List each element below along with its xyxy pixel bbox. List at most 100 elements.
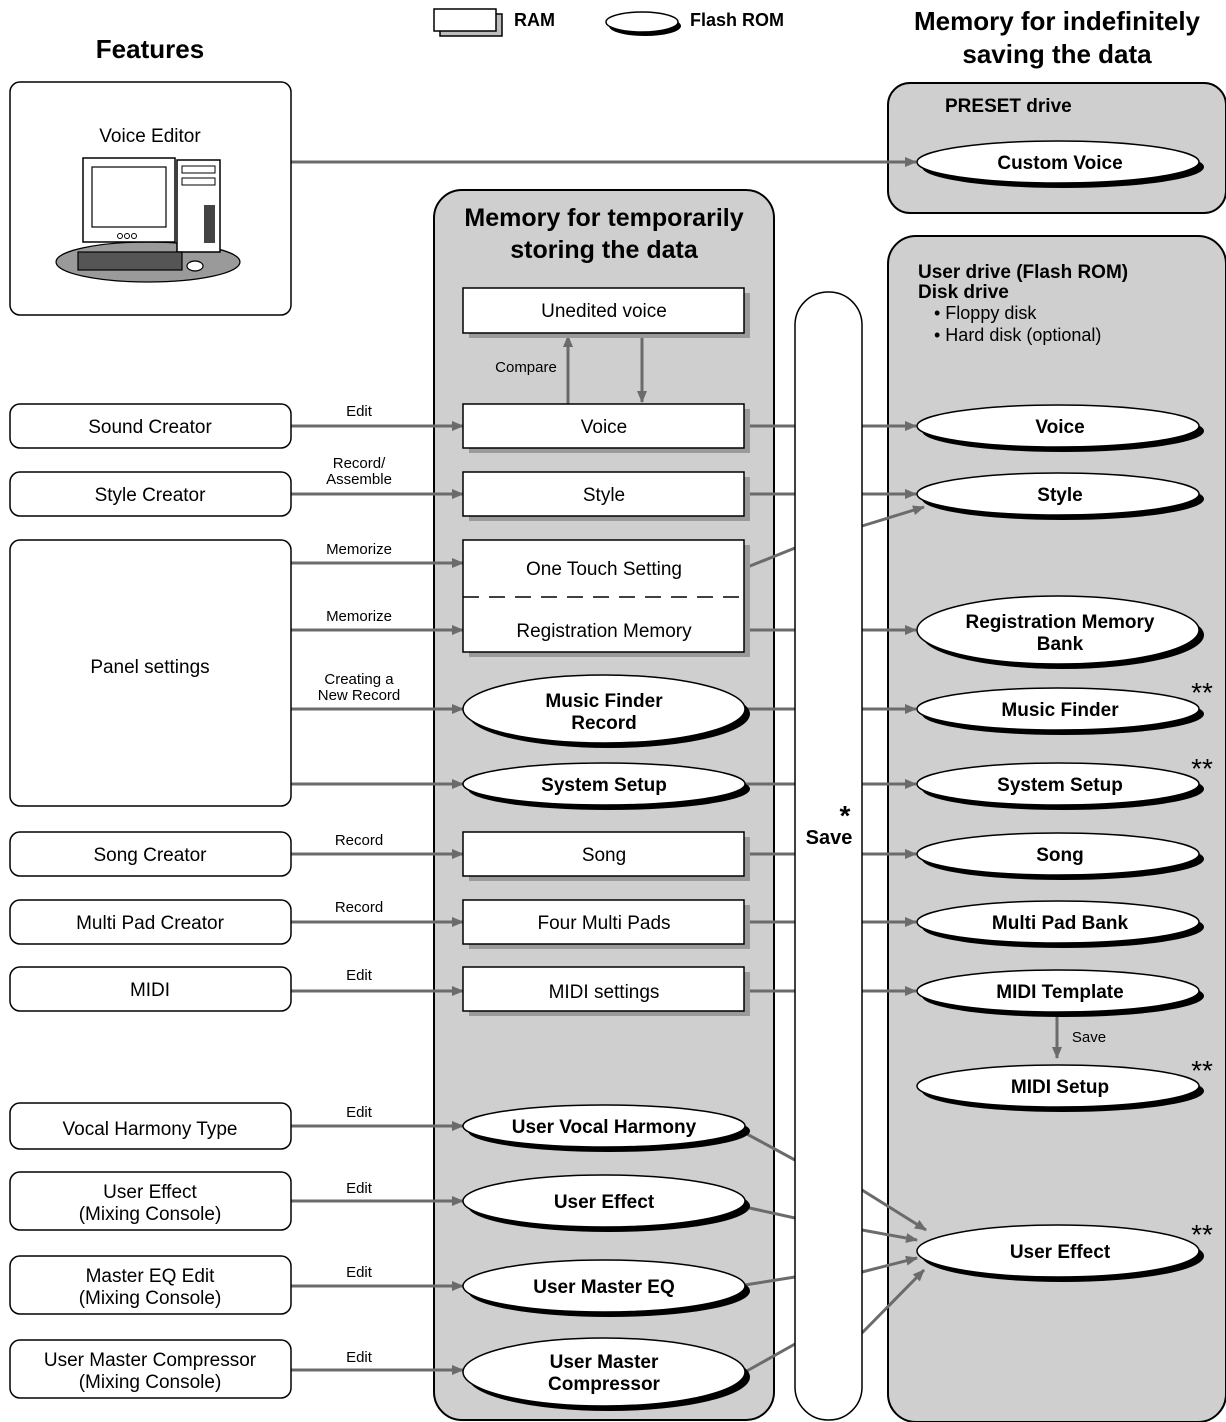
multi-pad-creator-label: Multi Pad Creator (76, 913, 225, 934)
user-master-compressor-label-2: Compressor (548, 1374, 661, 1395)
save-asterisk: * (840, 800, 851, 831)
style-creator-label: Style Creator (95, 485, 207, 506)
style-creator-box (9, 471, 292, 517)
master-compressor-box (9, 1339, 292, 1399)
registration-memory-label: Registration Memory (516, 621, 692, 642)
user-music-finder-ellipse (916, 687, 1200, 731)
arrow-save-vocal-harmony (861, 1188, 927, 1232)
label-edit-comp: Edit (346, 1349, 373, 1366)
user-effect-temp-label: User Effect (554, 1192, 655, 1213)
label-compare: Compare (495, 359, 557, 376)
line-one-touch-out (744, 546, 796, 570)
label-memorize-2: Memorize (326, 608, 392, 625)
midi-template-label: MIDI Template (996, 982, 1123, 1003)
one-touch-label: One Touch Setting (526, 559, 682, 580)
midi-settings-box (462, 966, 745, 1012)
music-finder-record-ellipse (462, 674, 746, 744)
line-vocal-harmony-out (744, 1131, 796, 1162)
user-style-label: Style (1037, 485, 1082, 506)
user-master-eq-ellipse (462, 1259, 746, 1313)
label-record-assemble-1: Record/ (333, 455, 386, 472)
song-box (462, 831, 745, 877)
temporary-flash-ellipses (462, 674, 750, 1411)
legend: RAM Flash ROM (433, 8, 784, 37)
vocal-harmony-type-box (9, 1102, 292, 1150)
label-record-song: Record (335, 832, 383, 849)
system-setup-label: System Setup (541, 775, 667, 796)
temporary-ram-labels: Unedited voice Voice Style One Touch Set… (516, 301, 692, 1003)
user-voice-label: Voice (1035, 417, 1084, 438)
system-setup-ellipse (462, 762, 746, 806)
user-system-setup-ellipse (916, 762, 1200, 806)
user-effect-temp-ellipse (462, 1174, 746, 1228)
one-touch-registration-box (462, 539, 745, 653)
edge-labels: Edit Record/ Assemble Memorize Memorize … (318, 359, 1106, 1366)
music-finder-record-label-1: Music Finder (545, 691, 663, 712)
double-asterisk-midi-setup: ** (1191, 1055, 1213, 1086)
arrow-save-compressor (860, 1268, 926, 1335)
voice-label: Voice (581, 417, 627, 438)
master-eq-edit-box (9, 1255, 292, 1315)
four-multi-pads-box (462, 899, 745, 945)
preset-drive-title: PRESET drive (945, 96, 1072, 117)
line-master-eq-out (744, 1275, 796, 1287)
sound-creator-box (9, 403, 292, 449)
label-save-midi: Save (1072, 1029, 1106, 1046)
style-label: Style (583, 485, 625, 506)
song-creator-box (9, 831, 292, 877)
style-box (462, 471, 745, 517)
user-drive-floppy: • Floppy disk (934, 303, 1037, 323)
user-system-setup-label: System Setup (997, 775, 1123, 796)
legend-flash-label: Flash ROM (690, 10, 784, 30)
computer-button-2 (124, 233, 130, 239)
computer-screen (91, 166, 167, 228)
label-edit-sound: Edit (346, 403, 373, 420)
heading-indefinite-1: Memory for indefinitely (914, 6, 1201, 36)
heading-features: Features (96, 34, 204, 64)
user-song-label: Song (1036, 845, 1084, 866)
computer-button-1 (117, 233, 123, 239)
registration-bank-label-2: Bank (1037, 634, 1084, 655)
user-drive-panel (887, 235, 1226, 1422)
feature-labels: Voice Editor Sound Creator Style Creator… (44, 126, 257, 1393)
computer-drive-bay-2 (181, 177, 216, 186)
user-voice-ellipse (916, 404, 1200, 448)
midi-feature-label: MIDI (130, 980, 170, 1001)
midi-template-ellipse (916, 969, 1200, 1013)
registration-bank-label-1: Registration Memory (966, 612, 1155, 633)
double-asterisk-user-effect: ** (1191, 1219, 1213, 1250)
label-edit-effect: Edit (346, 1180, 373, 1197)
user-master-eq-label: User Master EQ (533, 1277, 675, 1298)
midi-setup-ellipse (916, 1064, 1200, 1108)
temporary-flash-labels: Music Finder Record System Setup User Vo… (512, 691, 697, 1395)
midi-feature-box (9, 966, 292, 1012)
heading-indefinite-2: saving the data (962, 39, 1152, 69)
panel-settings-box (9, 539, 292, 807)
user-drive-title-2: Disk drive (918, 282, 1009, 303)
registration-bank-ellipse (916, 595, 1200, 665)
song-creator-label: Song Creator (93, 845, 207, 866)
legend-ram-label: RAM (514, 10, 555, 30)
master-eq-label-1: Master EQ Edit (86, 1266, 216, 1287)
midi-settings-label: MIDI settings (549, 982, 660, 1003)
user-effect-label-1: User Effect (103, 1182, 197, 1203)
computer-drive-bay-1 (181, 165, 216, 174)
user-effect-label-2: (Mixing Console) (79, 1204, 222, 1225)
user-drive-title-1: User drive (Flash ROM) (918, 262, 1128, 283)
user-vocal-harmony-label: User Vocal Harmony (512, 1117, 697, 1138)
song-label: Song (582, 845, 626, 866)
computer-icon (55, 157, 241, 283)
arrow-save-user-effect (861, 1228, 918, 1243)
legend-flash-swatch (605, 11, 679, 33)
label-record-pads: Record (335, 899, 383, 916)
label-record-assemble-2: Assemble (326, 471, 392, 488)
unedited-voice-box (462, 287, 745, 334)
panel-settings-label: Panel settings (90, 657, 209, 678)
computer-vent (204, 205, 215, 243)
legend-ram-swatch (433, 8, 497, 32)
user-music-finder-label: Music Finder (1001, 700, 1119, 721)
line-compressor-out (744, 1342, 796, 1374)
double-asterisk-marks: ** ** ** ** (1191, 677, 1213, 1250)
multi-pad-bank-ellipse (916, 900, 1200, 944)
connectors (291, 157, 1062, 1375)
